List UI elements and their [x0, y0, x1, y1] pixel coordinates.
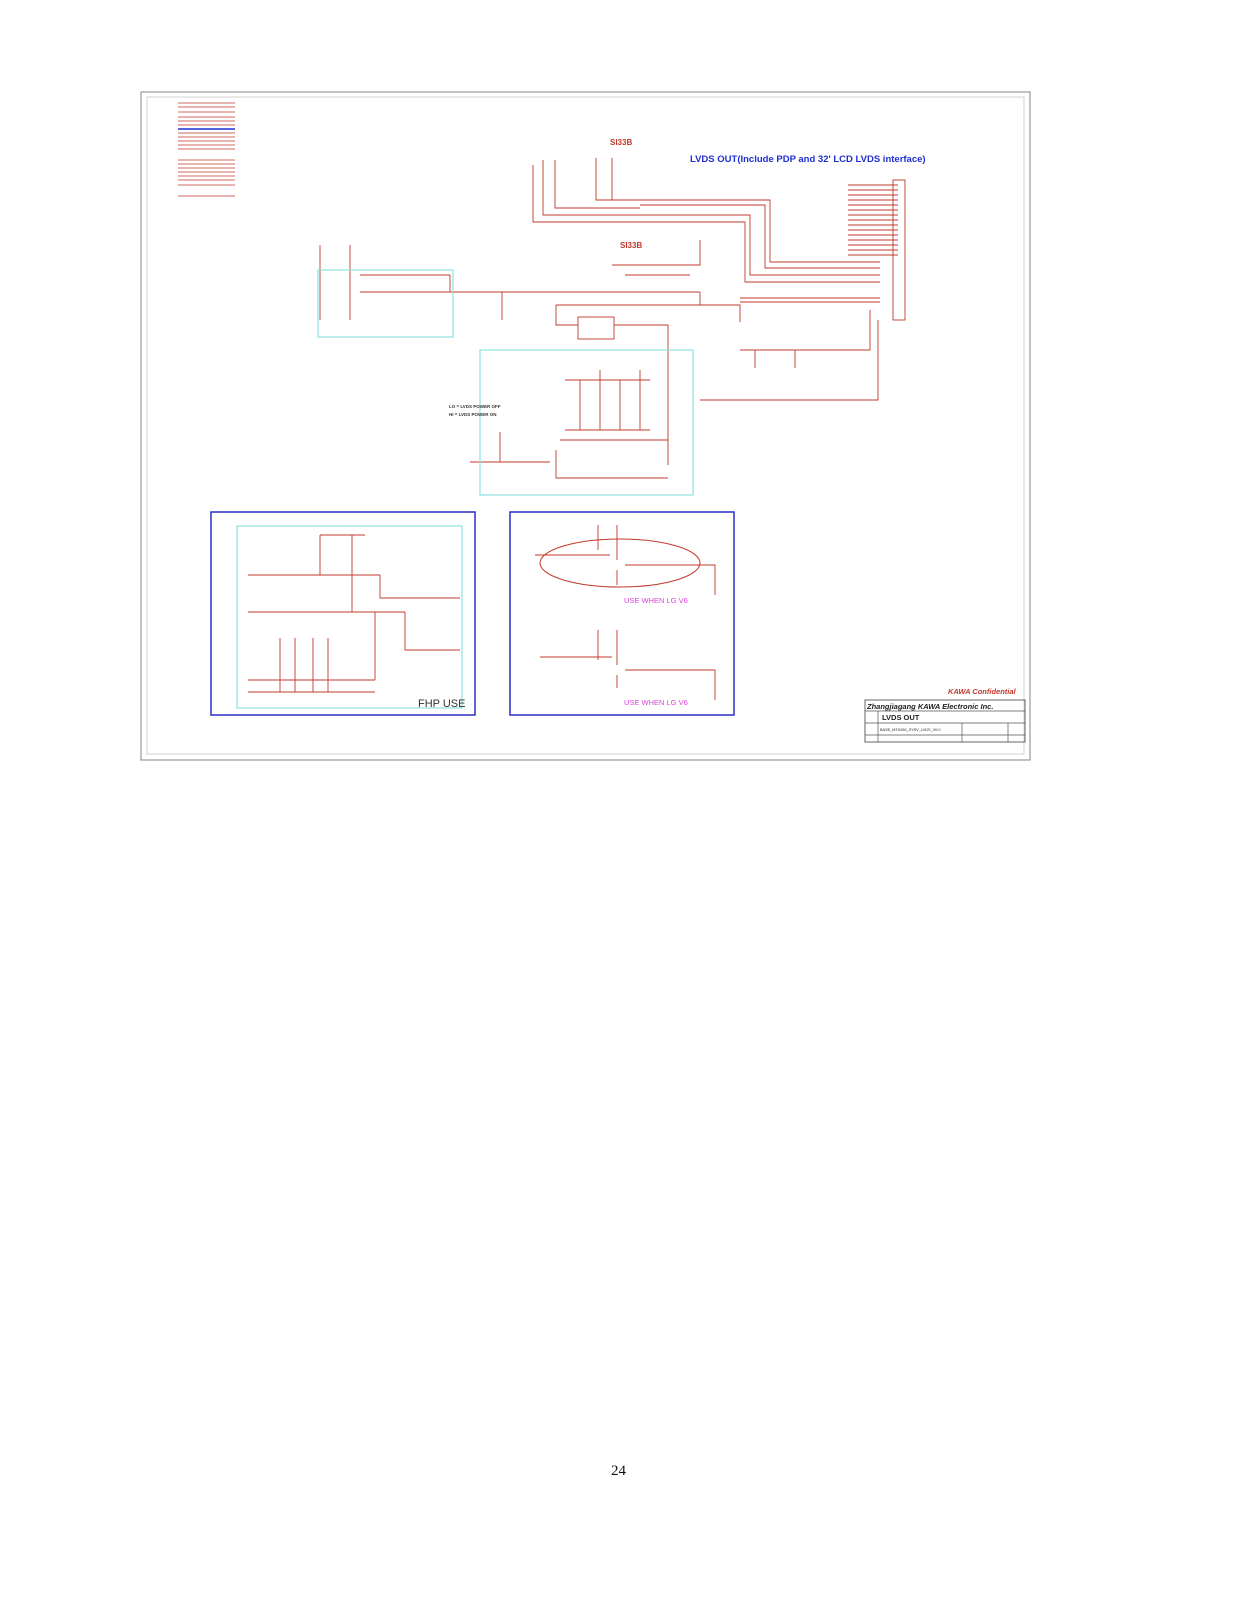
fhp-caption: FHP USE — [418, 698, 465, 710]
title-block — [864, 699, 1026, 743]
page-number: 24 — [611, 1463, 626, 1479]
highlight-box-power — [317, 269, 454, 338]
company-name: Zhangjiagang KAWA Electronic Inc. — [866, 702, 993, 711]
highlight-box-control — [479, 349, 694, 496]
fhp-highlight — [236, 525, 463, 709]
net-list — [178, 102, 235, 197]
confidential-label: KAWA Confidential — [948, 687, 1017, 696]
schematic-title: LVDS OUT(Include PDP and 32' LCD LVDS in… — [690, 154, 926, 165]
lg-wiring — [535, 525, 716, 700]
sheet-inner-border — [146, 96, 1025, 755]
lg-caption-2: USE WHEN LG V6 — [624, 698, 688, 707]
lg-ellipse — [539, 538, 701, 588]
lg-panel — [509, 511, 735, 716]
note-power-off: LO = LVDS POWER OFF — [449, 404, 501, 409]
sheet-title: LVDS OUT — [882, 713, 920, 722]
si33b-label-mid: SI33B — [620, 241, 642, 250]
document-name: BASE_MTK260_SYSV_LVDS_V0.0 — [880, 728, 941, 732]
lvds-wiring — [319, 158, 906, 479]
lg-caption-1: USE WHEN LG V6 — [624, 596, 688, 605]
si33b-label-top: SI33B — [610, 138, 632, 147]
sheet-border — [140, 91, 1031, 761]
fhp-panel — [210, 511, 476, 716]
fhp-wiring — [248, 534, 460, 693]
note-power-on: HI = LVDS POWER ON — [449, 412, 497, 417]
